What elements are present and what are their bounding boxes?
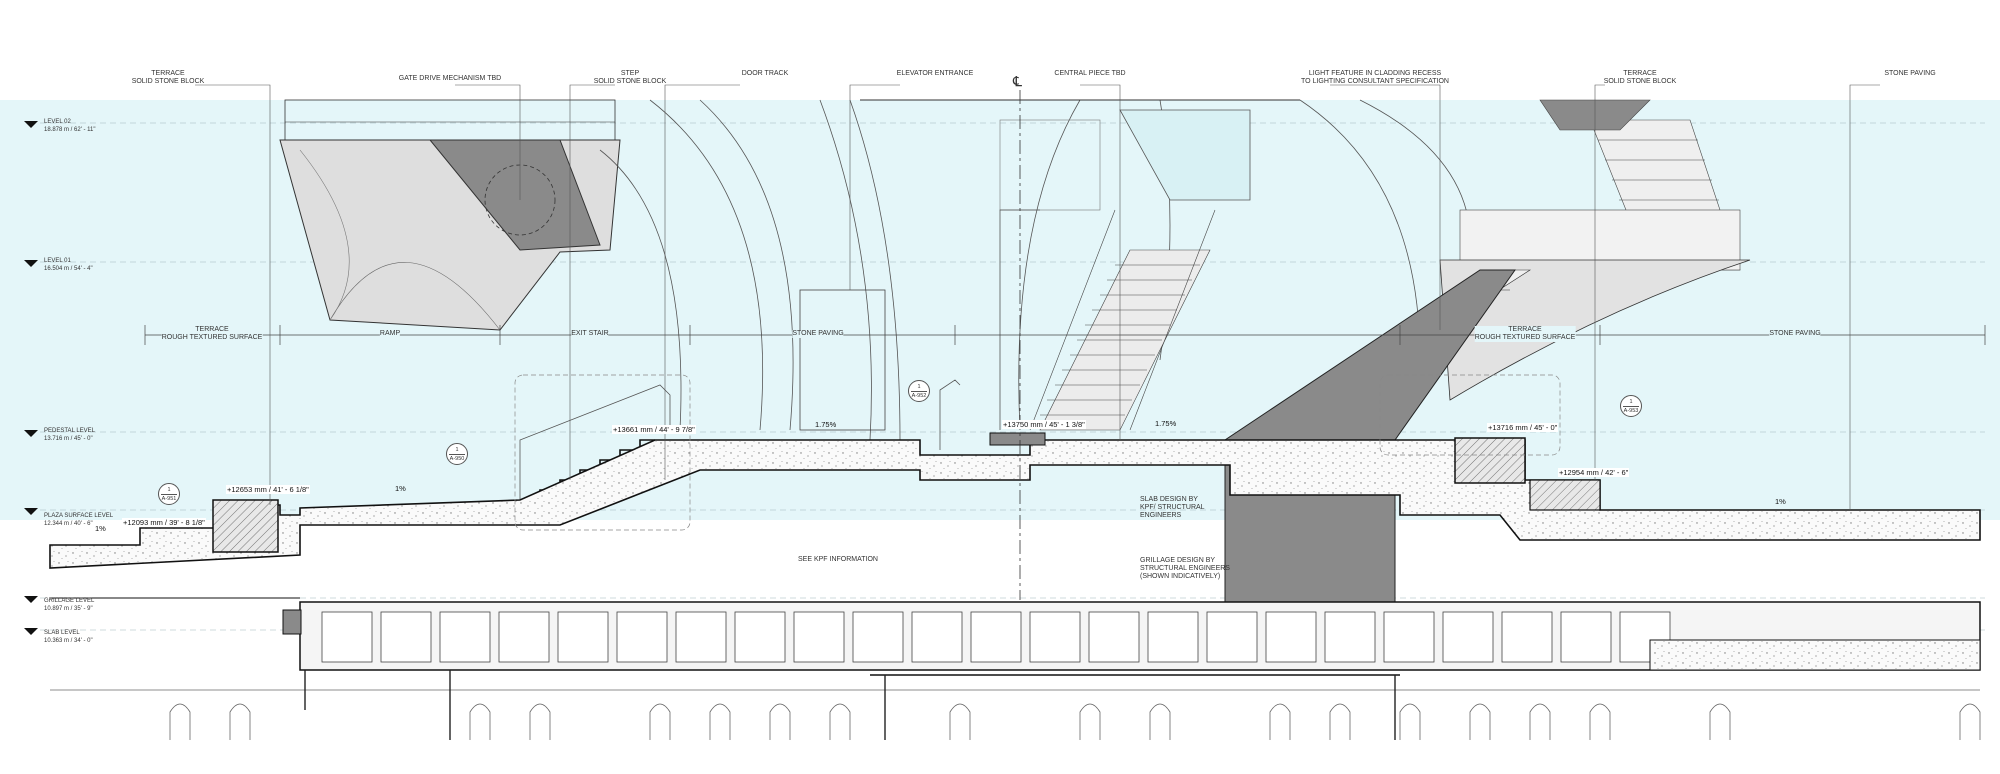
slope-central-right: 1.75%: [1155, 419, 1177, 428]
callout-step: STEP SOLID STONE BLOCK: [593, 70, 667, 85]
detail-tag-sheet: A-951: [161, 496, 177, 502]
left-canopy: [279, 99, 621, 331]
callout-central-piece: CENTRAL PIECE TBD: [1054, 70, 1126, 77]
elevation-12653: +12653 mm / 41' - 6 1/8": [226, 485, 310, 494]
callout-door-track: DOOR TRACK: [741, 70, 789, 77]
callout-gate: GATE DRIVE MECHANISM TBD: [398, 75, 502, 82]
zone-terrace-right: TERRACE ROUGH TEXTURED SURFACE: [1474, 326, 1576, 342]
slope-ramp: 1%: [395, 484, 406, 493]
detail-tag-sheet: A-953: [1623, 408, 1639, 414]
handrails: [519, 209, 1040, 500]
zone-exit-stair: EXIT STAIR: [571, 330, 609, 338]
zone-stone-paving-right: STONE PAVING: [1769, 330, 1821, 338]
note-slab-design: SLAB DESIGN BY KPF/ STRUCTURAL ENGINEERS: [1140, 496, 1205, 519]
grillage: [50, 597, 1981, 671]
level-name: LEVEL 02: [44, 119, 71, 125]
level-name: SLAB LEVEL: [44, 630, 80, 636]
level-name: LEVEL 01: [44, 258, 71, 264]
callout-light-feature: LIGHT FEATURE IN CLADDING RECESS TO LIGH…: [1301, 70, 1449, 85]
detail-tag-number: 1: [917, 384, 921, 390]
level-value: 10.897 m / 35' - 9": [44, 606, 93, 612]
level-grillage: GRILLAGE LEVEL 10.897 m / 35' - 9": [44, 597, 94, 613]
callout-terrace-right: TERRACE SOLID STONE BLOCK: [1603, 70, 1677, 85]
level-name: PEDESTAL LEVEL: [44, 428, 96, 434]
level-value: 12.344 m / 40' - 6": [44, 521, 93, 527]
lower-posts: [304, 670, 1396, 740]
slope-left-bottom: 1%: [95, 524, 106, 533]
central-frame: [799, 99, 1300, 431]
level-name: PLAZA SURFACE LEVEL: [44, 513, 114, 519]
level-markers: [24, 121, 38, 635]
level-value: 18.878 m / 62' - 11": [44, 127, 96, 133]
detail-tag-divider: [161, 494, 177, 495]
right-terrace-block: [1454, 437, 1526, 484]
detail-regions: [514, 374, 1561, 531]
elevation-12954: +12954 mm / 42' - 6": [1558, 468, 1630, 477]
detail-tag-sheet: A-952: [911, 393, 927, 399]
level-name: GRILLAGE LEVEL: [44, 598, 95, 604]
note-see-kpf: SEE KPF INFORMATION: [798, 556, 878, 563]
detail-tag-divider: [911, 391, 927, 392]
level-pedestal: PEDESTAL LEVEL 13.716 m / 45' - 0": [44, 427, 95, 443]
level-02: LEVEL 02 18.878 m / 62' - 11": [44, 118, 96, 134]
slope-paving-mid: 1.75%: [815, 420, 837, 429]
zone-stone-paving-mid: STONE PAVING: [792, 330, 844, 338]
level-01: LEVEL 01 16.504 m / 54' - 4": [44, 257, 93, 273]
zone-dimension: [144, 325, 1986, 345]
level-plaza-surface: PLAZA SURFACE LEVEL 12.344 m / 40' - 6": [44, 512, 113, 528]
elevation-13716: +13716 mm / 45' - 0": [1487, 423, 1559, 432]
callout-stone-paving-right: STONE PAVING: [1884, 70, 1936, 77]
detail-tag-number: 1: [167, 487, 171, 493]
left-terrace-block: [212, 499, 279, 553]
level-value: 10.363 m / 34' - 0": [44, 638, 93, 644]
leader-lines: [195, 84, 1880, 510]
elevation-13750: +13750 mm / 45' - 1 3/8": [1002, 420, 1086, 429]
detail-tag-number: 1: [455, 447, 459, 453]
zone-ramp: RAMP: [379, 330, 401, 338]
level-slab: SLAB LEVEL 10.363 m / 34' - 0": [44, 629, 93, 645]
level-value: 16.504 m / 54' - 4": [44, 266, 93, 272]
zone-terrace-left: TERRACE ROUGH TEXTURED SURFACE: [161, 326, 263, 342]
detail-tag-number: 1: [1629, 399, 1633, 405]
detail-tag-divider: [1623, 406, 1639, 407]
elevation-13661: +13661 mm / 44' - 9 7/8": [612, 425, 696, 434]
detail-tag-sheet: A-950: [449, 456, 465, 462]
step-block-right: [1529, 479, 1601, 511]
level-value: 13.716 m / 45' - 0": [44, 436, 93, 442]
callout-elevator: ELEVATOR ENTRANCE: [896, 70, 974, 77]
centerline-symbol: ℄: [1013, 75, 1022, 90]
lower-arches: [50, 674, 1981, 740]
note-grillage-design: GRILLAGE DESIGN BY STRUCTURAL ENGINEERS …: [1140, 557, 1230, 580]
detail-tag-divider: [449, 454, 465, 455]
central-piece: [989, 432, 1046, 446]
elevation-12093: +12093 mm / 39' - 8 1/8": [122, 518, 206, 527]
slope-right: 1%: [1775, 497, 1786, 506]
callout-terrace-left: TERRACE SOLID STONE BLOCK: [131, 70, 205, 85]
central-stair: [1029, 209, 1216, 431]
